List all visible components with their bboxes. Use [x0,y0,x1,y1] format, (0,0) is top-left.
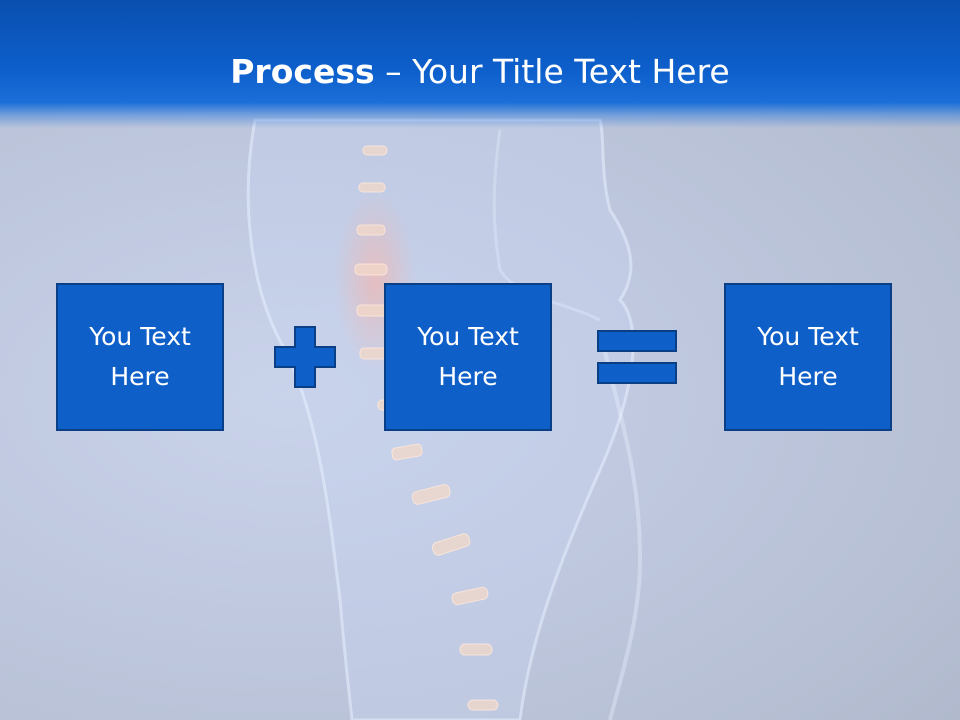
title-bar [0,0,960,128]
text-box-3-line1: You Text [757,322,859,351]
text-box-1[interactable]: You Text Here [56,283,224,431]
text-box-2-line1: You Text [417,322,519,351]
text-box-2[interactable]: You Text Here [384,283,552,431]
plus-icon [274,326,336,388]
title-rest: – Your Title Text Here [374,52,730,91]
text-box-1-line1: You Text [89,322,191,351]
slide-title: Process – Your Title Text Here [0,52,960,91]
equals-icon [597,330,677,384]
text-box-1-line2: Here [110,362,170,391]
title-bold: Process [230,52,375,91]
text-box-3-line2: Here [778,362,838,391]
text-box-2-line2: Here [438,362,498,391]
text-box-3[interactable]: You Text Here [724,283,892,431]
